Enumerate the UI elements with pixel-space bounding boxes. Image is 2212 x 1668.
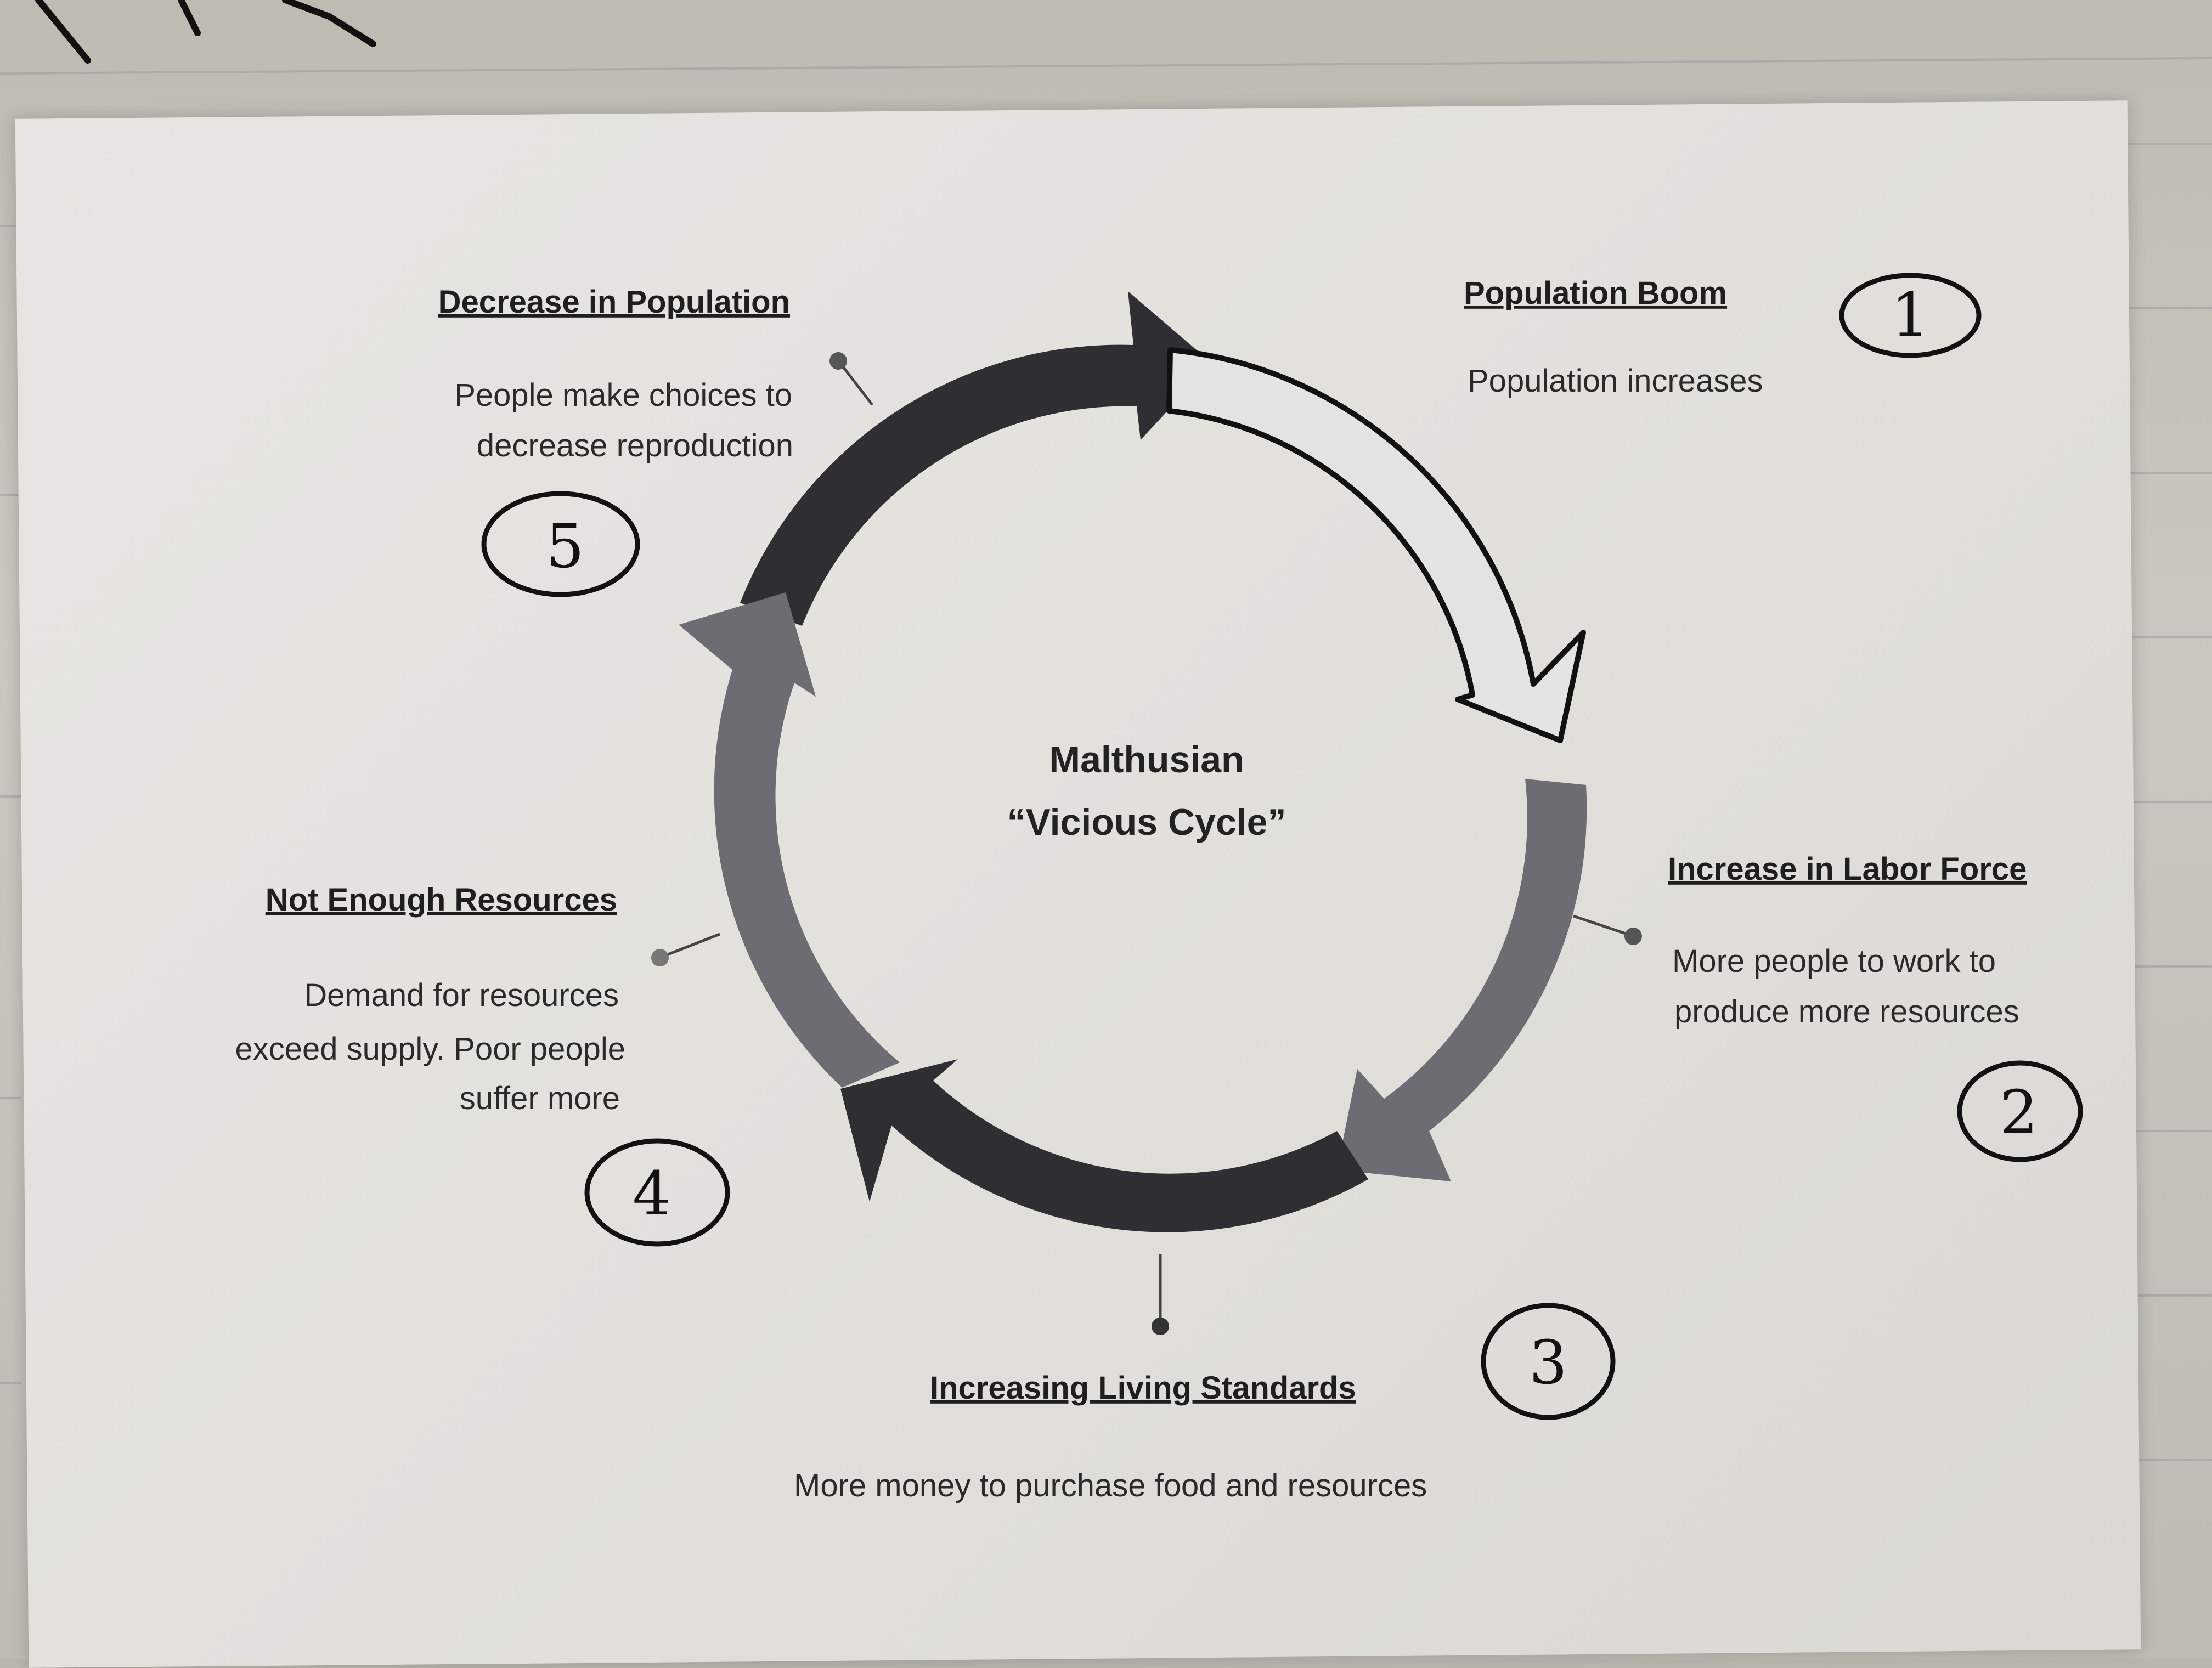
cycle-arrow-standards-to-resources	[840, 1059, 1368, 1232]
notebook-line	[2118, 636, 2212, 638]
notebook-line	[2118, 1459, 2212, 1461]
notebook-line	[2118, 1294, 2212, 1297]
handwritten-circle	[1839, 273, 1982, 358]
stage-title: Decrease in Population	[438, 284, 790, 320]
handwritten-circle	[481, 491, 640, 597]
leader-lines	[651, 352, 1642, 1335]
notebook-line	[2118, 472, 2212, 474]
notebook-line	[2118, 1130, 2212, 1132]
stage-number: 3	[1529, 1327, 1567, 1398]
notebook-line	[0, 1382, 22, 1384]
notebook-line	[0, 225, 22, 227]
handwritten-circle	[584, 1138, 730, 1247]
stage-title: Not Enough Resources	[266, 882, 617, 918]
handwritten-circle	[1481, 1303, 1616, 1420]
stage-1: Population Boom Population increases 1	[1464, 273, 1982, 399]
stage-number: 4	[633, 1158, 671, 1229]
stage-description: produce more resources	[1674, 994, 2019, 1030]
cycle-arrow-labor-to-standards	[1337, 779, 1587, 1181]
stage-2: Increase in Labor Force More people to w…	[1668, 851, 2083, 1162]
stage-description: People make choices to	[454, 377, 792, 413]
notebook-line	[0, 494, 22, 496]
stage-description: More money to purchase food and resource…	[794, 1468, 1427, 1503]
stage-description: decrease reproduction	[477, 428, 793, 463]
stage-description: suffer more	[460, 1081, 620, 1116]
cycle-ring	[679, 291, 1587, 1232]
diagram-title-line1: Malthusian	[1049, 739, 1244, 781]
notebook-line	[2118, 307, 2212, 309]
stage-description: Population increases	[1468, 363, 1763, 399]
notebook-line	[0, 1097, 22, 1099]
notebook-line	[2118, 965, 2212, 968]
stage-number: 5	[546, 511, 584, 581]
cycle-arrow-boom-to-labor	[1166, 347, 1586, 743]
diagram-title-line2: “Vicious Cycle”	[1007, 801, 1286, 843]
handwritten-circle	[1957, 1060, 2083, 1162]
handwriting-scribble	[35, 0, 376, 64]
stage-description: More people to work to	[1672, 943, 1996, 979]
notebook-line	[2118, 143, 2212, 145]
stage-title: Population Boom	[1464, 275, 1727, 311]
stage-description: Demand for resources	[304, 977, 619, 1013]
notebook-line	[2118, 801, 2212, 803]
stage-title: Increasing Living Standards	[930, 1370, 1356, 1406]
stage-number: 2	[2000, 1077, 2038, 1147]
stage-title: Increase in Labor Force	[1668, 851, 2027, 887]
stage-3: Increasing Living Standards More money t…	[794, 1303, 1616, 1503]
stage-5: Decrease in Population People make choic…	[438, 284, 793, 597]
notebook-line	[0, 795, 22, 798]
stage-4: Not Enough Resources Demand for resource…	[235, 882, 730, 1247]
cycle-arrow-decrease-to-boom	[740, 291, 1212, 626]
cycle-arrow-resources-to-decrease	[679, 592, 900, 1088]
stage-number: 1	[1891, 280, 1929, 350]
stage-description: exceed supply. Poor people	[235, 1031, 625, 1067]
